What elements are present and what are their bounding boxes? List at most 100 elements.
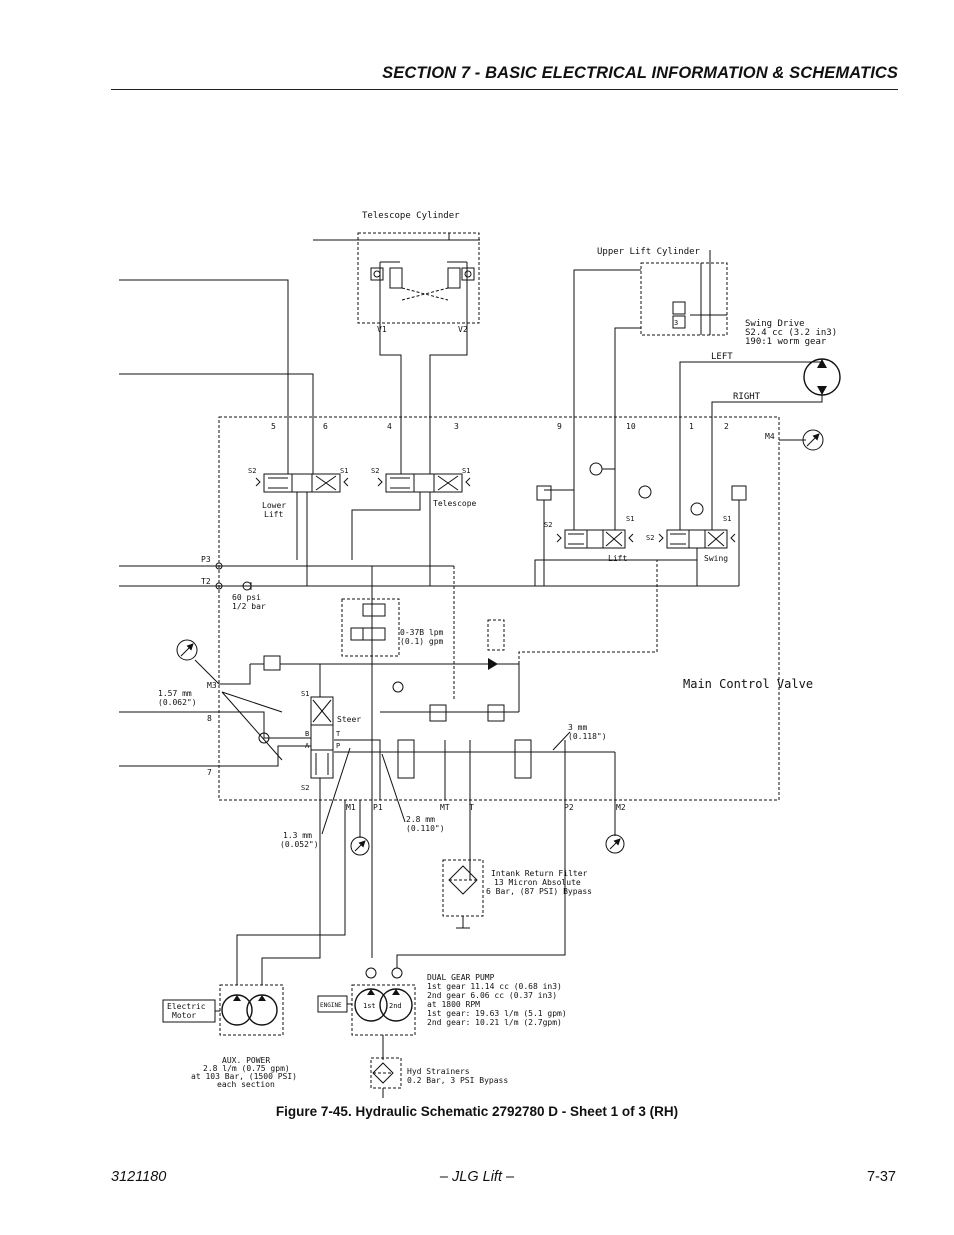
upper-lift-cylinder-label: Upper Lift Cylinder xyxy=(597,247,701,257)
port-8: 8 xyxy=(207,714,212,723)
p3-label: P3 xyxy=(201,555,211,564)
t2-label: T2 xyxy=(201,577,211,586)
swing-s1: S1 xyxy=(723,515,731,523)
swing-valve xyxy=(658,485,747,549)
port-1: 1 xyxy=(689,422,694,431)
port-10: 10 xyxy=(626,422,636,431)
m2-gauge-icon xyxy=(605,834,625,854)
electric-motor-label-2: Motor xyxy=(172,1011,196,1020)
steer-s2: S2 xyxy=(301,784,309,792)
aux-power-label-4: each section xyxy=(217,1080,275,1089)
orifice-157-label-1: 1.57 mm xyxy=(158,689,192,698)
telescope-s1: S1 xyxy=(462,467,470,475)
dual-gear-pump xyxy=(317,967,416,1060)
p2-label: P2 xyxy=(564,803,574,812)
main-control-valve-outline xyxy=(218,416,780,801)
intank-return-filter xyxy=(442,859,484,929)
orifice-28-label-1: 2.8 mm xyxy=(406,815,435,824)
aux-power-label-2: 2.8 l/m (0.75 gpm) xyxy=(203,1064,290,1073)
lift-s1: S1 xyxy=(626,515,634,523)
lower-lift-label-2: Lift xyxy=(264,510,283,519)
left-label: LEFT xyxy=(711,352,733,362)
swing-drive-motor xyxy=(803,358,841,396)
dual-gear-pump-label-5: 1st gear: 19.63 l/m (5.1 gpm) xyxy=(427,1009,567,1018)
pump-1st-label: 1st xyxy=(363,1002,376,1010)
aux-power-pump xyxy=(162,984,284,1036)
lift-valve-label: Lift xyxy=(608,554,627,563)
intank-filter-label-1: Intank Return Filter xyxy=(491,869,588,878)
m4-gauge-icon xyxy=(802,429,824,451)
m1-gauge-icon xyxy=(350,836,370,856)
intank-filter-label-3: 6 Bar, (87 PSI) Bypass xyxy=(486,887,592,896)
pump-2nd-label: 2nd xyxy=(389,1002,402,1010)
orifice-13-label-1: 1.3 mm xyxy=(283,831,312,840)
port-3: 3 xyxy=(454,422,459,431)
check-valve-steer-shuttle-icon xyxy=(258,732,270,744)
m4-label: M4 xyxy=(765,432,775,441)
flow-control-label-1: 0-37B lpm xyxy=(400,628,444,637)
right-label: RIGHT xyxy=(733,392,761,402)
v2-label: V2 xyxy=(458,325,468,334)
port-4: 4 xyxy=(387,422,392,431)
steer-valve-label: Steer xyxy=(337,715,361,724)
check-valve-steer-icon xyxy=(392,681,404,693)
orifice-3-label-1: 3 mm xyxy=(568,723,587,732)
m3-gauge-icon xyxy=(176,639,198,661)
dual-gear-pump-label-6: 2nd gear: 10.21 l/m (2.7gpm) xyxy=(427,1018,562,1027)
telescope-valve xyxy=(377,473,471,493)
electric-motor-label-1: Electric xyxy=(167,1002,206,1011)
header-rule xyxy=(111,89,898,90)
footer-page-number: 7-37 xyxy=(866,1169,896,1185)
lift-s2: S2 xyxy=(544,521,552,529)
main-control-valve-label: Main Control Valve xyxy=(683,677,813,691)
intank-filter-label-2: 13 Micron Absolute xyxy=(494,878,581,887)
relief-60-label-2: 1/2 bar xyxy=(232,602,266,611)
footer-publisher: – JLG Lift – xyxy=(439,1169,515,1185)
orifice-28-label-2: (0.110") xyxy=(406,824,445,833)
lift-valve xyxy=(536,462,652,549)
swing-valve-label: Swing xyxy=(704,554,728,563)
port-2: 2 xyxy=(724,422,729,431)
telescope-valve-label: Telescope xyxy=(433,499,477,508)
upper-lift-cylinder: 3 xyxy=(640,250,728,336)
telescope-s2: S2 xyxy=(371,467,379,475)
aux-power-label-1: AUX. POWER xyxy=(222,1056,270,1065)
port-7: 7 xyxy=(207,768,212,777)
orifice-13-label-2: (0.052") xyxy=(280,840,319,849)
hyd-strainers-label-1: Hyd Strainers xyxy=(407,1067,470,1076)
t-label: T xyxy=(469,803,474,812)
flow-control-label-2: (0.1) gpm xyxy=(400,637,444,646)
v1-label: V1 xyxy=(377,325,387,334)
hyd-strainers-label-2: 0.2 Bar, 3 PSI Bypass xyxy=(407,1076,508,1085)
steer-valve xyxy=(310,696,334,779)
port-5: 5 xyxy=(271,422,276,431)
port-9: 9 xyxy=(557,422,562,431)
mt-label: MT xyxy=(440,803,450,812)
p1-label: P1 xyxy=(373,803,383,812)
swing-drive-label-3: 190:1 worm gear xyxy=(745,337,827,347)
relief-60-label-1: 60 psi xyxy=(232,593,261,602)
footer-doc-number: 3121180 xyxy=(111,1169,167,1185)
telescope-cylinder-label: Telescope Cylinder xyxy=(362,211,460,221)
dual-gear-pump-label-4: at 1800 RPM xyxy=(427,1000,480,1009)
steer-port-p: P xyxy=(336,742,340,750)
dual-gear-pump-label-1: DUAL GEAR PUMP xyxy=(427,973,495,982)
svg-text:3: 3 xyxy=(674,319,678,327)
aux-power-label-3: at 103 Bar, (1500 PSI) xyxy=(191,1072,297,1081)
lower-lift-valve xyxy=(255,473,349,493)
swing-drive-label-2: S2.4 cc (3.2 in3) xyxy=(745,328,837,338)
steer-port-b: B xyxy=(305,730,309,738)
steer-port-t: T xyxy=(336,730,341,738)
dual-gear-pump-label-3: 2nd gear 6.06 cc (0.37 in3) xyxy=(427,991,557,1000)
telescope-cylinder xyxy=(313,232,480,324)
hyd-strainer xyxy=(370,1057,402,1098)
port-6: 6 xyxy=(323,422,328,431)
swing-s2: S2 xyxy=(646,534,654,542)
m3-label: M3 xyxy=(207,681,217,690)
flow-control-valve xyxy=(341,598,400,657)
check-valve-60psi-icon xyxy=(242,581,252,591)
orifice-3-label-2: (0.118") xyxy=(568,732,607,741)
m1-label: M1 xyxy=(346,803,356,812)
section-title: SECTION 7 - BASIC ELECTRICAL INFORMATION… xyxy=(382,64,898,82)
